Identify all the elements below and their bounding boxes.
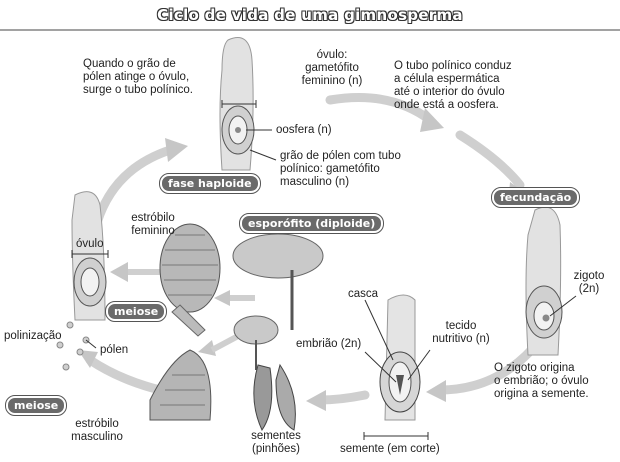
arrow-head-8 (214, 290, 230, 306)
label-zigoto-origina: O zigoto origina o embrião; o óvulo orig… (494, 362, 589, 400)
arrow-to-pollen (85, 355, 165, 395)
label-estrobilo-feminino: estróbilo feminino (131, 212, 175, 237)
arrow-top-right (325, 93, 435, 125)
tag-fase-haploide: fase haploide (159, 173, 261, 194)
arrow-head-3 (426, 380, 446, 402)
zigoto-cell (542, 314, 550, 322)
top-branch (219, 37, 257, 171)
label-tecido-nutritivo: tecido nutritivo (n) (432, 320, 490, 345)
label-estrobilo-masculino: estróbilo masculino (71, 418, 123, 443)
seed-pointer-lines (364, 299, 431, 383)
arrow-head-7 (110, 262, 128, 282)
arrow-head-1 (420, 108, 444, 132)
tag-meiose-2: meiose (4, 395, 68, 416)
arrow-right-down (455, 130, 525, 190)
seed-section (363, 294, 429, 440)
tag-esporofito: esporófito (diploide) (238, 213, 385, 234)
label-zigoto: zigoto (2n) (573, 270, 605, 295)
label-polen: pólen (100, 344, 129, 356)
small-arrows (128, 269, 255, 353)
label-sementes: sementes (pinhões) (251, 430, 301, 455)
label-ovulo-gametofito: óvulo: gametófito feminino (n) (301, 49, 363, 87)
label-tubo-conduz: O tubo polínico conduz a célula espermát… (394, 60, 512, 111)
label-ovulo: óvulo (76, 238, 104, 250)
tag-meiose-1: meiose (104, 301, 168, 322)
left-branch (71, 191, 109, 321)
female-cone (159, 223, 221, 337)
arrow-head-6 (78, 350, 98, 368)
label-semente-corte: semente (em corte) (340, 443, 440, 455)
label-oosfera: oosfera (n) (276, 124, 332, 136)
sporophyte-tree (232, 233, 324, 370)
oosfera-cell (235, 127, 241, 133)
tag-fecundacao: fecundação (490, 187, 581, 208)
label-tubo-polinico-intro: Quando o grão de pólen atinge o óvulo, s… (83, 58, 193, 96)
male-cone (149, 349, 212, 421)
right-branch (525, 206, 577, 356)
diagram-title: Ciclo de vida de uma gimnosperma (157, 6, 463, 24)
arrow-head-9 (198, 340, 216, 356)
arrow-head-4 (306, 390, 326, 411)
top-pointer-lines (246, 129, 277, 161)
arrow-bottom-center (315, 390, 370, 405)
label-polinizacao: polinização (4, 330, 62, 342)
label-grao-polen: grão de pólen com tubo polínico: gametóf… (280, 150, 401, 188)
seeds (253, 363, 296, 431)
arrow-head-5 (165, 138, 188, 162)
label-casca: casca (348, 288, 379, 300)
pollen-grains (56, 321, 97, 371)
label-embriao: embrião (2n) (296, 338, 362, 350)
